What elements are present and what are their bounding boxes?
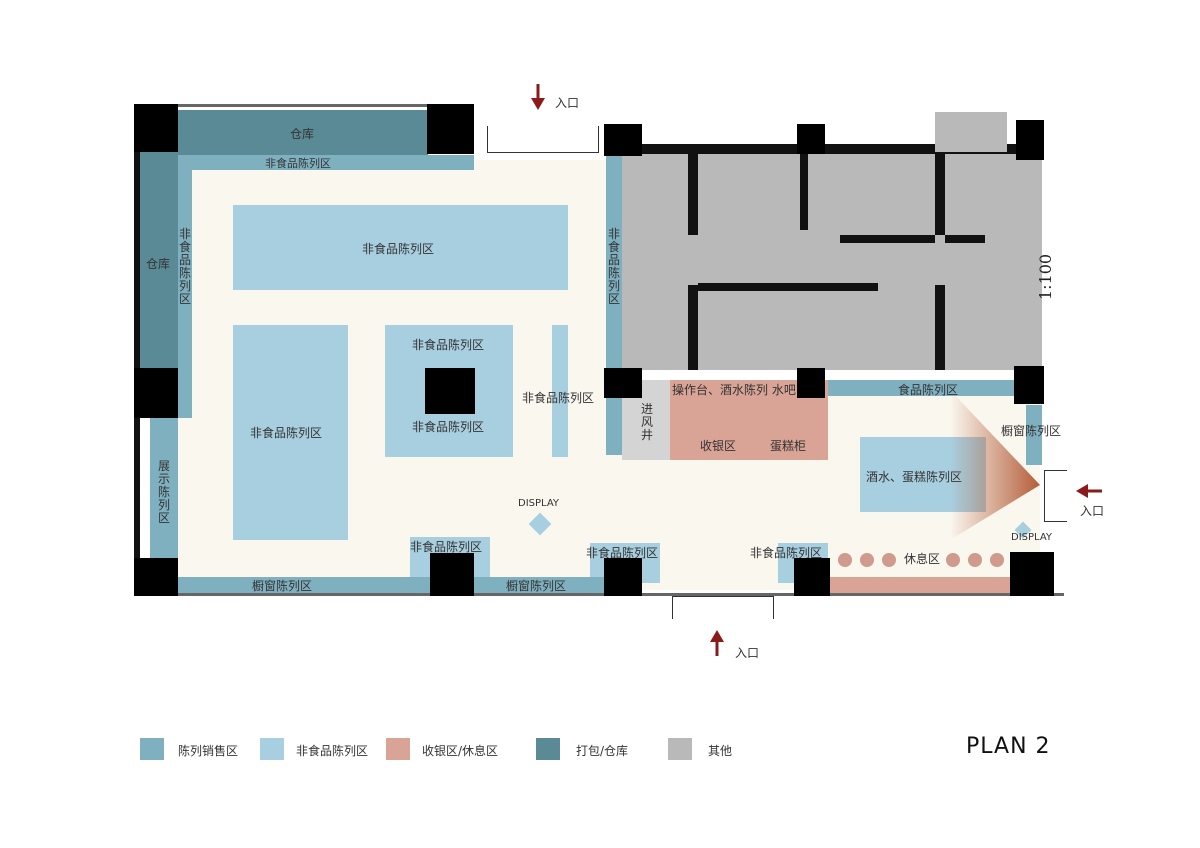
pillar-mid-right-a bbox=[604, 368, 642, 398]
legend-label-4: 打包/仓库 bbox=[576, 744, 629, 758]
rest-seat-2 bbox=[860, 553, 874, 567]
pillar-top-mid bbox=[427, 104, 474, 154]
nonfood-bottom-3-label: 非食品陈列区 bbox=[750, 546, 823, 560]
pillar-top-right-c bbox=[1016, 120, 1044, 160]
legend: 陈列销售区 非食品陈列区 收银区/休息区 打包/仓库 其他 PLAN 2 bbox=[0, 730, 1200, 770]
legend-swatch-2 bbox=[260, 738, 284, 760]
service-wall-h-2 bbox=[840, 235, 935, 243]
nonfood-big-top-label: 非食品陈列区 bbox=[362, 242, 435, 256]
pillar-tl bbox=[134, 104, 178, 152]
nonfood-big-left bbox=[233, 325, 348, 540]
plan-title: PLAN 2 bbox=[966, 734, 1051, 759]
window-right-strip bbox=[1026, 405, 1042, 465]
pillar-left-mid bbox=[134, 368, 178, 418]
window-right-label: 橱窗陈列区 bbox=[1001, 424, 1062, 438]
legend-swatch-5 bbox=[668, 738, 692, 760]
entrance-bottom-label: 入口 bbox=[735, 646, 760, 660]
pillar-bottom-2 bbox=[604, 558, 642, 596]
service-wall-v-4 bbox=[800, 150, 808, 230]
display-vertical-zone bbox=[150, 418, 178, 558]
wine-cake-label: 酒水、蛋糕陈列区 bbox=[866, 470, 963, 484]
window-bottom-left bbox=[178, 577, 430, 593]
service-annex bbox=[935, 112, 1007, 152]
food-display-label: 食品陈列区 bbox=[898, 383, 959, 397]
legend-label-1: 陈列销售区 bbox=[178, 744, 239, 758]
nonfood-right-strip bbox=[552, 325, 568, 457]
pillar-bl bbox=[134, 558, 178, 596]
legend-label-2: 非食品陈列区 bbox=[296, 744, 369, 758]
display-vertical-label: 展示陈列区 bbox=[157, 459, 170, 525]
service-wall-h-3 bbox=[945, 235, 985, 243]
nonfood-top-strip-label: 非食品陈列区 bbox=[265, 157, 331, 170]
display-left-label: DISPLAY bbox=[518, 498, 560, 509]
pillar-br bbox=[1010, 552, 1054, 596]
nonfood-right-strip-label: 非食品陈列区 bbox=[522, 391, 595, 405]
nonfood-left-vertical-label: 非食品陈列区 bbox=[178, 227, 191, 306]
service-area bbox=[622, 150, 1042, 370]
warehouse-top bbox=[178, 110, 428, 155]
entrance-right-arrow bbox=[1076, 484, 1102, 498]
entrance-bottom-arrow bbox=[710, 630, 724, 656]
nonfood-center-top-label: 非食品陈列区 bbox=[412, 338, 485, 352]
entrance-top-label: 入口 bbox=[555, 96, 580, 110]
window-bottom-mid bbox=[474, 577, 604, 593]
service-wall-top bbox=[622, 144, 1042, 154]
nonfood-bottom-1-label: 非食品陈列区 bbox=[410, 540, 483, 554]
nonfood-big-top bbox=[233, 205, 568, 290]
cashier-label: 收银区 bbox=[700, 439, 737, 453]
service-wall-mid-3 bbox=[935, 150, 945, 235]
legend-swatch-1 bbox=[140, 738, 164, 760]
legend-swatch-3 bbox=[386, 738, 410, 760]
legend-swatch-4 bbox=[536, 738, 560, 760]
floor-plan: 仓库 仓库 非食品陈列区 非食品陈列区 展示陈列区 非食品陈列区 非食品陈列区 … bbox=[134, 84, 1105, 660]
pillar-bottom-1 bbox=[430, 553, 474, 596]
air-shaft-label: 进风井 bbox=[640, 402, 653, 442]
pillar-bottom-3 bbox=[794, 558, 830, 596]
rest-seat-4 bbox=[946, 553, 960, 567]
food-display-strip bbox=[828, 380, 1014, 396]
service-wall-h-1 bbox=[698, 283, 878, 291]
pillar-center bbox=[425, 368, 475, 414]
pillar-top-right-b bbox=[797, 124, 825, 154]
service-wall-mid-2 bbox=[688, 285, 698, 370]
entrance-right-label: 入口 bbox=[1080, 504, 1105, 518]
window-bottom-mid-label: 橱窗陈列区 bbox=[506, 579, 567, 593]
pillar-top-right-a bbox=[604, 124, 642, 156]
rest-area-strip bbox=[830, 577, 1010, 593]
legend-label-3: 收银区/休息区 bbox=[422, 744, 499, 758]
rest-area-label: 休息区 bbox=[904, 552, 941, 566]
warehouse-top-label: 仓库 bbox=[290, 127, 315, 141]
rest-seat-1 bbox=[838, 553, 852, 567]
outer-wall-bottom bbox=[134, 593, 1064, 596]
nonfood-left-vertical bbox=[178, 170, 192, 418]
nonfood-center-bottom-label: 非食品陈列区 bbox=[412, 420, 485, 434]
rest-seat-3 bbox=[882, 553, 896, 567]
nonfood-right-vertical-label: 非食品陈列区 bbox=[607, 227, 620, 306]
warehouse-left-label: 仓库 bbox=[146, 257, 171, 271]
warehouse-left bbox=[140, 152, 178, 370]
window-bottom-left-label: 橱窗陈列区 bbox=[252, 579, 313, 593]
pillar-mid-right-c bbox=[1014, 366, 1044, 404]
nonfood-bottom-2-label: 非食品陈列区 bbox=[586, 546, 659, 560]
service-wall-mid-1 bbox=[688, 150, 698, 235]
service-wall-mid-4 bbox=[935, 285, 945, 370]
scale-label: 1:100 bbox=[1036, 253, 1055, 300]
light-cone bbox=[950, 390, 1040, 540]
outer-wall-top bbox=[134, 104, 474, 107]
pillar-mid-right-b bbox=[797, 368, 825, 398]
nonfood-top-strip bbox=[178, 155, 474, 170]
counter-top-label: 操作台、酒水陈列 水吧 bbox=[672, 383, 796, 397]
nonfood-big-left-label: 非食品陈列区 bbox=[250, 426, 323, 440]
door-right[interactable] bbox=[1044, 470, 1067, 522]
door-top[interactable] bbox=[487, 126, 599, 153]
door-bottom[interactable] bbox=[672, 596, 774, 619]
display-right-label: DISPLAY bbox=[1011, 532, 1053, 543]
cake-cabinet-label: 蛋糕柜 bbox=[770, 439, 807, 453]
rest-seat-5 bbox=[968, 553, 982, 567]
rest-seat-6 bbox=[990, 553, 1004, 567]
legend-label-5: 其他 bbox=[708, 744, 733, 758]
entrance-top-arrow bbox=[531, 84, 545, 110]
